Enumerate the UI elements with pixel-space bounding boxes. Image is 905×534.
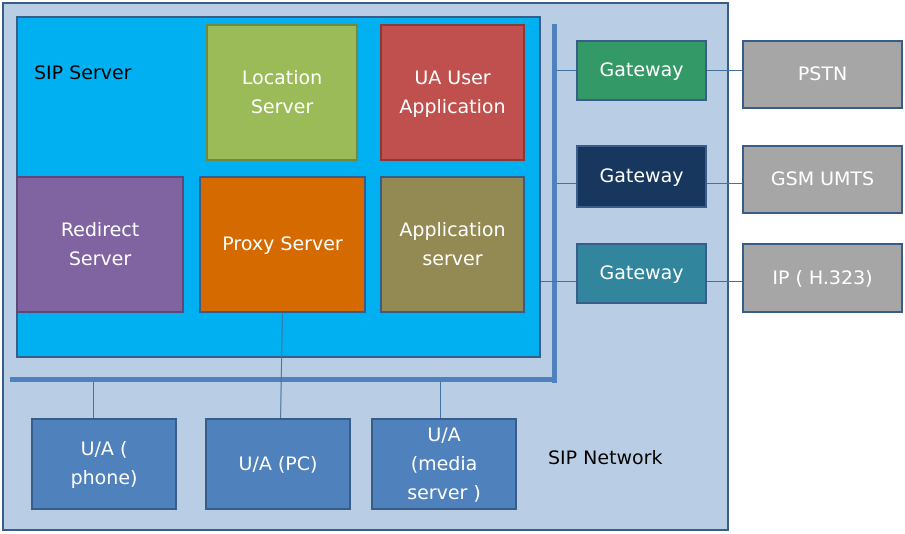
location-server[interactable]: Location Server (206, 24, 358, 161)
horizontal-bus (10, 377, 557, 382)
network-pstn[interactable]: PSTN (742, 40, 903, 109)
sip-network-label: SIP Network (548, 447, 663, 469)
network-ip-h323[interactable]: IP ( H.323) (742, 243, 903, 313)
vertical-bus (552, 24, 557, 383)
connector (440, 382, 441, 418)
network-gsm-umts[interactable]: GSM UMTS (742, 145, 903, 214)
connector (93, 382, 94, 418)
connector (557, 183, 577, 184)
gateway-pstn[interactable]: Gateway (576, 40, 707, 101)
gateway-ip[interactable]: Gateway (576, 243, 707, 304)
gateway-gsm[interactable]: Gateway (576, 145, 707, 208)
connector (706, 70, 744, 71)
connector (557, 70, 577, 71)
application-server[interactable]: Application server (380, 176, 525, 313)
ua-media-server[interactable]: U/A (media server ) (371, 418, 517, 510)
connector (706, 183, 744, 184)
connector (541, 281, 577, 282)
proxy-server[interactable]: Proxy Server (199, 176, 366, 313)
ua-phone[interactable]: U/A ( phone) (31, 418, 177, 510)
connector (706, 281, 744, 282)
ua-user-application[interactable]: UA User Application (380, 24, 525, 161)
redirect-server[interactable]: Redirect Server (16, 176, 184, 313)
sip-server-label: SIP Server (34, 62, 132, 84)
ua-pc[interactable]: U/A (PC) (205, 418, 351, 510)
